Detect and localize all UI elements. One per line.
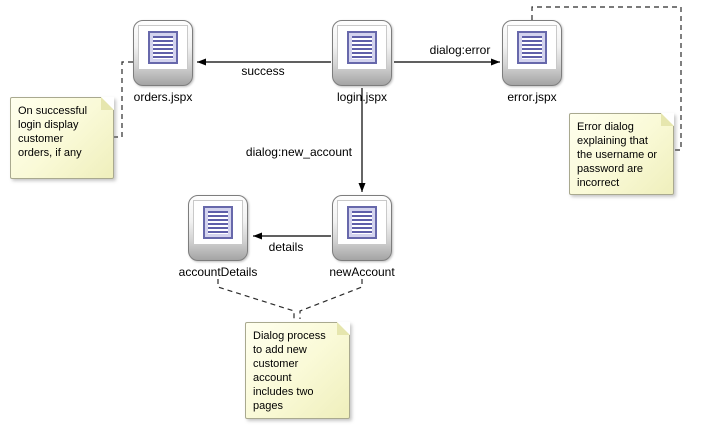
page-node-orders-box[interactable] [133,20,193,86]
edge-label-dialog-new-account[interactable]: dialog:new_account [245,145,352,159]
document-lines [352,211,372,234]
note-error[interactable]: Error dialog explaining that the usernam… [569,113,674,195]
page-icon-frame [507,25,557,70]
note-error-text: Error dialog explaining that the usernam… [577,121,658,189]
note-new-account-text: Dialog process to add new customer accou… [253,330,326,412]
page-document-icon [517,31,547,64]
page-document-icon [203,206,233,239]
page-node-login: login.jspx [302,20,422,104]
edge-label-details[interactable]: details [268,240,304,254]
page-node-error: error.jspx [472,20,592,104]
page-icon-frame [337,25,387,70]
page-icon-frame [337,200,387,245]
page-icon-frame [138,25,188,70]
page-node-new-account-label[interactable]: newAccount [329,265,395,279]
page-node-account-details: accountDetails [158,195,278,279]
edge-label-dialog-error[interactable]: dialog:error [429,43,491,57]
page-node-new-account-box[interactable] [332,195,392,261]
document-lines [522,36,542,59]
document-lines [153,36,173,59]
page-icon-frame [193,200,243,245]
note-link-error [531,6,682,151]
page-node-orders: orders.jspx [103,20,223,104]
note-link-orders [112,61,133,138]
page-node-account-details-box[interactable] [188,195,248,261]
note-new-account[interactable]: Dialog process to add new customer accou… [245,322,350,419]
document-lines [352,36,372,59]
note-link-account-details [217,279,295,319]
note-orders[interactable]: On successful login display customer ord… [10,97,114,179]
note-orders-text: On successful login display customer ord… [18,105,88,159]
page-node-orders-label[interactable]: orders.jspx [133,90,193,104]
edge-label-success[interactable]: success [241,64,285,78]
note-link-new-account [299,279,363,319]
page-document-icon [347,206,377,239]
page-node-error-label[interactable]: error.jspx [507,90,557,104]
page-node-login-label[interactable]: login.jspx [336,90,388,104]
page-document-icon [148,31,178,64]
page-node-account-details-label[interactable]: accountDetails [178,265,258,279]
page-document-icon [347,31,377,64]
page-node-login-box[interactable] [332,20,392,86]
page-node-error-box[interactable] [502,20,562,86]
document-lines [208,211,228,234]
page-node-new-account: newAccount [302,195,422,279]
